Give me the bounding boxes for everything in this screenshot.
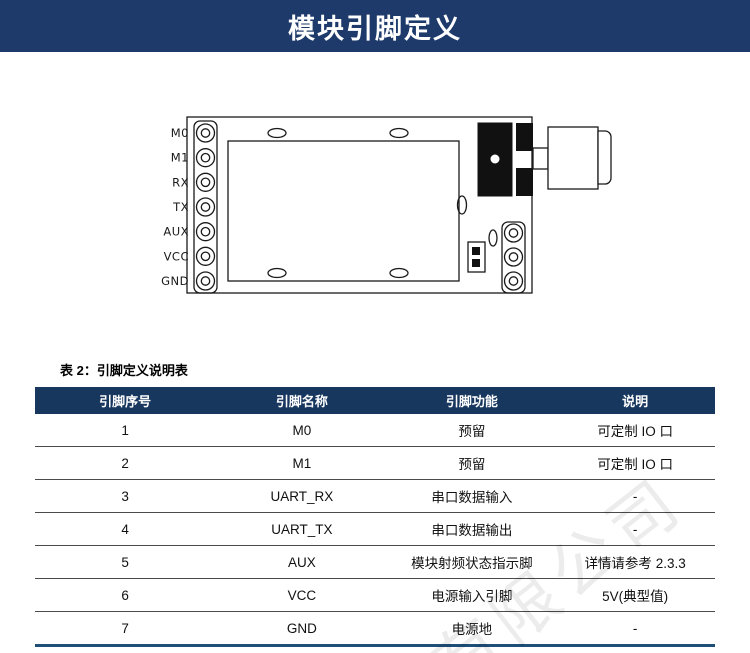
pad-slot xyxy=(389,127,409,139)
pad-slot-vertical xyxy=(456,195,468,215)
cell-pin-function: 预留 xyxy=(388,446,556,480)
pad-slot xyxy=(267,267,287,279)
shield-outline xyxy=(227,140,460,282)
table-row: 3 UART_RX 串口数据输入 - xyxy=(35,479,715,513)
cell-pin-number: 4 xyxy=(35,512,216,546)
cell-pin-name: AUX xyxy=(215,545,389,579)
cell-pin-name: VCC xyxy=(215,578,389,612)
small-component xyxy=(467,229,498,273)
board-outline xyxy=(186,116,533,294)
cell-description: - xyxy=(632,620,638,636)
pin-label-gnd: GND xyxy=(161,274,189,288)
cell-description: 详情请参考 2.3.3 xyxy=(555,545,715,579)
cell-description: 5V(典型值) xyxy=(555,578,715,612)
cell-pin-number: 6 xyxy=(35,578,216,612)
col-header-pin-function: 引脚功能 xyxy=(388,387,556,414)
cell-description: - xyxy=(555,512,715,546)
pin-definition-table: 引脚序号 引脚名称 引脚功能 说明 1 M0 预留 可定制 IO 口 2 M1 … xyxy=(35,387,715,647)
pin-label-m0: M0 xyxy=(171,126,189,140)
cell-pin-name: M1 xyxy=(215,446,389,480)
cell-pin-function: 串口数据输出 xyxy=(388,512,556,546)
pin-labels: M0 M1 RX TX AUX VCC GND xyxy=(161,126,189,288)
col-header-description: 说明 xyxy=(555,387,715,414)
table-row: 5 AUX 模块射频状态指示脚 详情请参考 2.3.3 xyxy=(35,545,715,579)
table-row: 1 M0 预留 可定制 IO 口 xyxy=(35,414,715,447)
table-caption: 表 2：引脚定义说明表 xyxy=(60,363,188,378)
cell-pin-name: GND xyxy=(286,620,317,636)
cell-pin-name: M0 xyxy=(215,414,389,447)
pin-header-left xyxy=(195,123,216,291)
cell-description: 可定制 IO 口 xyxy=(555,414,715,447)
cell-pin-name: UART_RX xyxy=(215,479,389,513)
table-row: 7 GND 电源地 - xyxy=(35,612,715,646)
pad-slot xyxy=(267,127,287,139)
cell-pin-function: 电源地 xyxy=(451,622,493,637)
cell-pin-function: 模块射频状态指示脚 xyxy=(388,545,556,579)
cell-description: 可定制 IO 口 xyxy=(555,446,715,480)
page-title: 模块引脚定义 xyxy=(288,13,462,44)
cell-pin-number: 5 xyxy=(35,545,216,579)
cell-pin-function: 串口数据输入 xyxy=(388,479,556,513)
pin-label-aux: AUX xyxy=(163,225,189,239)
page-header-bar: 模块引脚定义 xyxy=(0,0,750,52)
pin-label-vcc: VCC xyxy=(164,249,189,263)
col-header-pin-number: 引脚序号 xyxy=(35,387,216,414)
pin-header-outline xyxy=(193,120,218,294)
pin-label-tx: TX xyxy=(172,200,189,214)
cell-description: - xyxy=(555,479,715,513)
cell-pin-function: 预留 xyxy=(388,414,556,447)
cell-pin-number: 3 xyxy=(35,479,216,513)
rf-connector xyxy=(477,122,612,197)
module-pin-diagram: M0 M1 RX TX AUX VCC GND xyxy=(161,116,612,294)
table-header-row: 引脚序号 引脚名称 引脚功能 说明 xyxy=(35,387,715,414)
table-row: 4 UART_TX 串口数据输出 - xyxy=(35,512,715,546)
table-row: 2 M1 预留 可定制 IO 口 xyxy=(35,446,715,480)
cell-pin-number: 2 xyxy=(35,446,216,480)
pin-header-right xyxy=(501,221,526,294)
cell-pin-number: 1 xyxy=(35,414,216,447)
pad-slot xyxy=(389,267,409,279)
table-row: 6 VCC 电源输入引脚 5V(典型值) xyxy=(35,578,715,612)
board-outlines xyxy=(186,116,533,294)
col-header-pin-name: 引脚名称 xyxy=(215,387,389,414)
cell-pin-name: UART_TX xyxy=(215,512,389,546)
pin-label-rx: RX xyxy=(172,175,189,189)
cell-pin-function: 电源输入引脚 xyxy=(388,578,556,612)
pin-label-m1: M1 xyxy=(171,151,189,165)
cell-pin-number: 7 xyxy=(121,620,129,636)
